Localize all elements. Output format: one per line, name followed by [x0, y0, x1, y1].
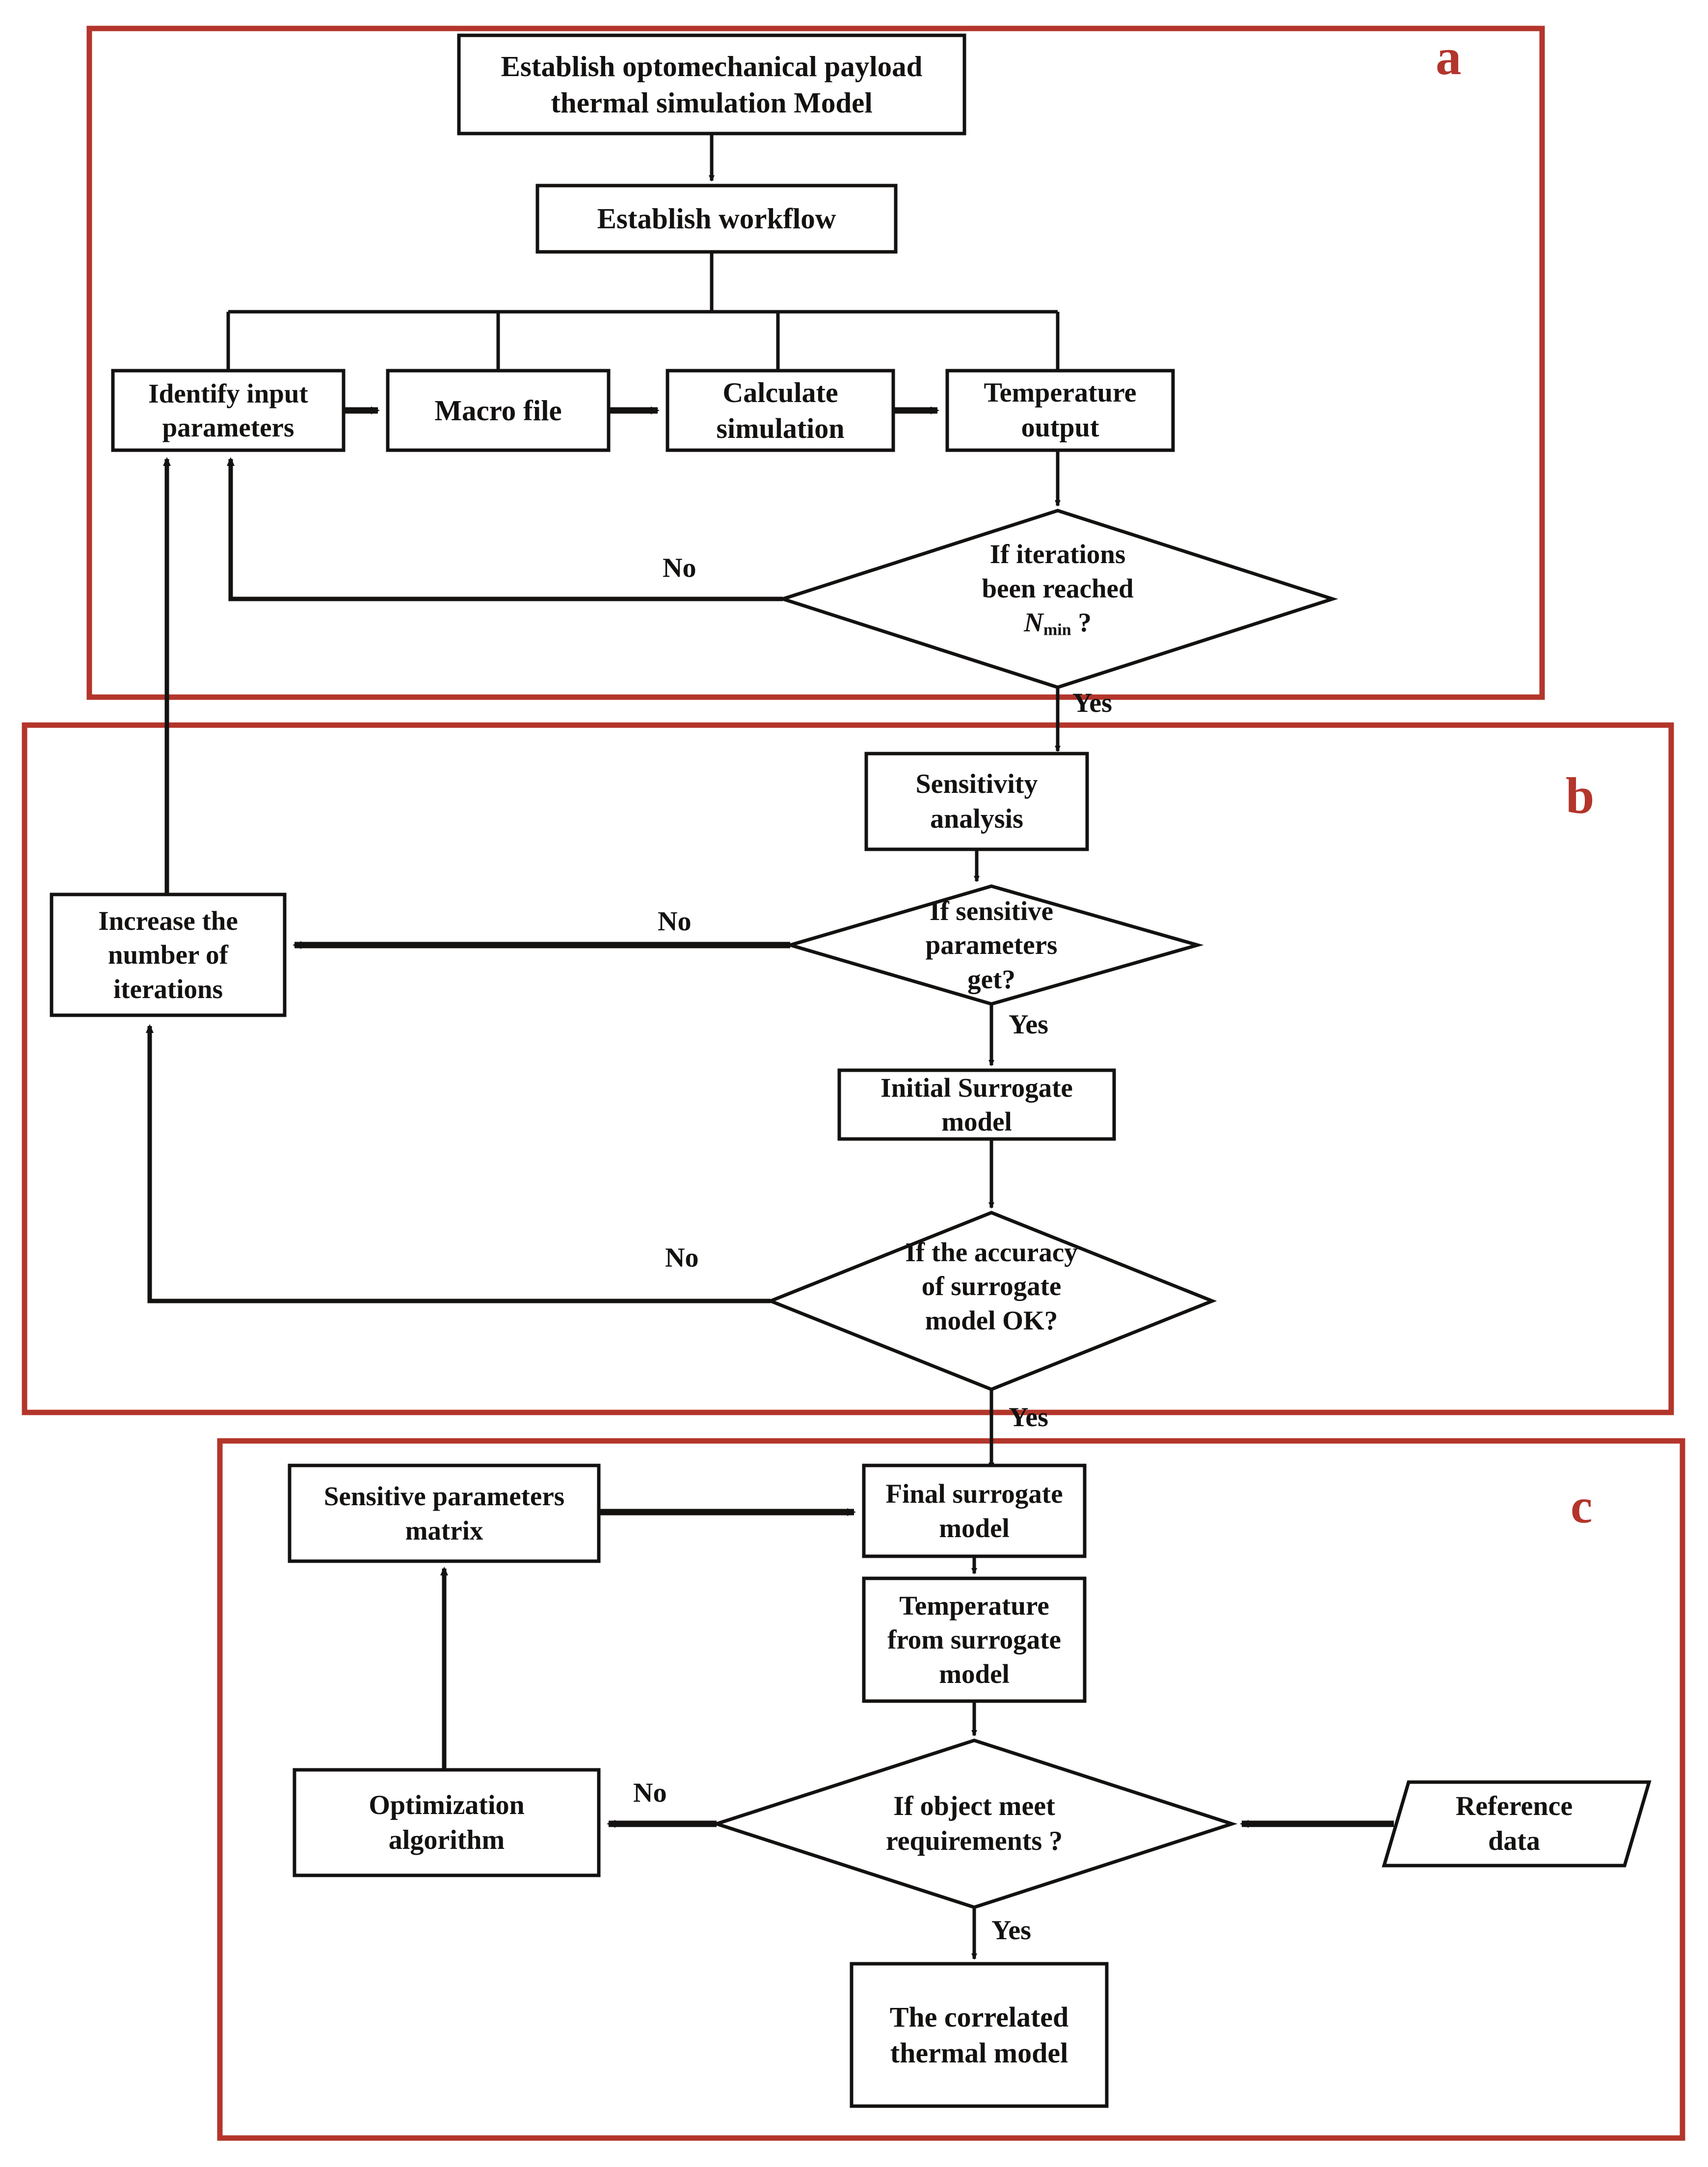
- node-optimization-algorithm: [293, 1768, 601, 1877]
- edge-label-accuracy-no: No: [665, 1243, 699, 1273]
- edge-label-iterations-no: No: [663, 553, 696, 583]
- node-sensitivity-analysis: [864, 752, 1089, 851]
- node-iterations-check: [777, 509, 1338, 689]
- edge-iterations-no-loop: [227, 457, 783, 601]
- panel-label-c: c: [1571, 1479, 1593, 1533]
- node-establish-model: [457, 33, 966, 135]
- panel-c-frame: [217, 1438, 1685, 2141]
- panel-a-frame: [86, 26, 1545, 700]
- panel-label-b: b: [1566, 767, 1595, 824]
- node-calculate-sim: [666, 369, 895, 452]
- node-increase-iterations: [50, 893, 287, 1017]
- edge-label-object-yes: Yes: [991, 1915, 1031, 1946]
- edge-accuracy-no-loop: [146, 1024, 771, 1303]
- node-establish-workflow: [535, 184, 898, 254]
- node-accuracy-check: [766, 1211, 1217, 1391]
- edge-label-sensitive-no: No: [658, 906, 692, 937]
- node-reference-data: [1382, 1780, 1652, 1868]
- edge-label-accuracy-yes: Yes: [1009, 1402, 1048, 1433]
- panel-label-a: a: [1436, 28, 1462, 85]
- node-temp-from-surrogate: [862, 1576, 1087, 1703]
- node-object-check: [711, 1738, 1238, 1909]
- node-initial-surrogate: [837, 1068, 1116, 1141]
- node-sensitive-matrix: [288, 1463, 601, 1563]
- edge-label-iterations-yes: Yes: [1072, 688, 1112, 718]
- node-temperature-output: [945, 369, 1175, 452]
- node-macro-file: [386, 369, 611, 452]
- edge-label-sensitive-yes: Yes: [1009, 1009, 1048, 1040]
- edge-label-object-no: No: [633, 1778, 667, 1808]
- node-correlated-model: [850, 1962, 1109, 2108]
- node-identify-inputs: [111, 369, 346, 452]
- node-sensitive-check: [784, 884, 1204, 1006]
- panel-b-frame: [22, 722, 1674, 1415]
- node-final-surrogate: [862, 1463, 1087, 1558]
